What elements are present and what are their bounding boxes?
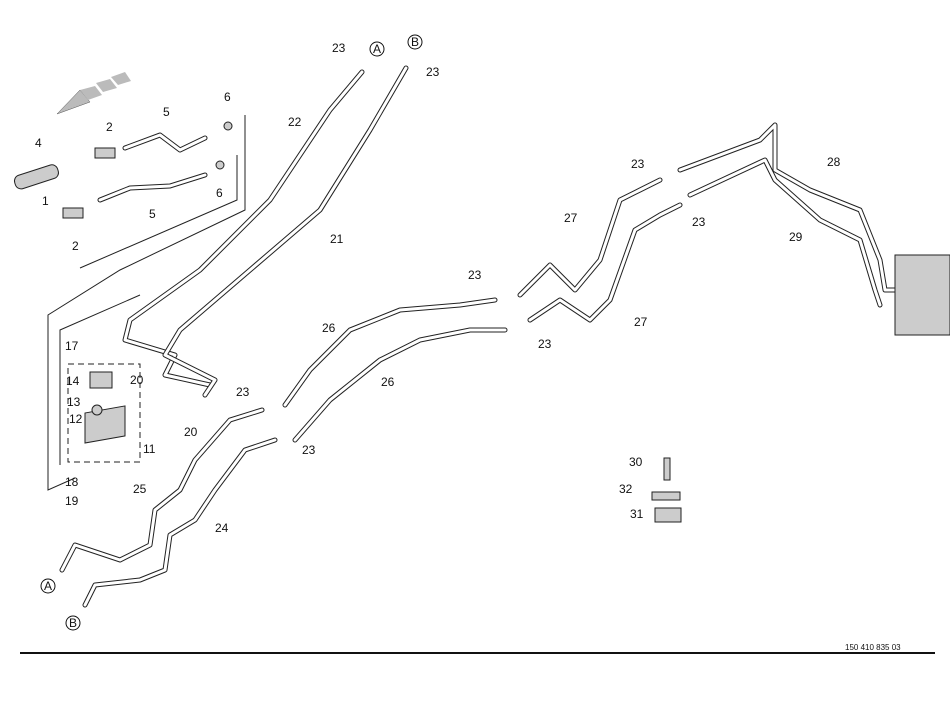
callout-label: 22 — [288, 115, 302, 129]
callout-label: 11 — [143, 442, 156, 456]
connection-marker-a-end: A — [40, 578, 56, 594]
hose-24 — [82, 437, 278, 608]
callout-label: 14 — [66, 374, 80, 388]
callout-label: 30 — [629, 455, 643, 469]
hose-28 — [677, 122, 903, 293]
callout-label: 23 — [426, 65, 440, 79]
callout-label: B — [411, 35, 419, 49]
callout-label: 32 — [619, 482, 633, 496]
dashed-group — [67, 363, 141, 463]
bracket-right — [894, 254, 950, 336]
callout-label: 20 — [130, 373, 144, 387]
callout-label: 12 — [69, 412, 83, 426]
callout-label: 27 — [634, 315, 648, 329]
callout-label: 5 — [163, 105, 170, 119]
callout-label: 27 — [564, 211, 578, 225]
callout-label: 26 — [381, 375, 395, 389]
callout-label: 28 — [827, 155, 841, 169]
clamp-31 — [654, 507, 682, 523]
hose-26-upper — [282, 297, 498, 408]
callout-label: 4 — [35, 136, 42, 150]
connection-marker-b-end: B — [65, 615, 81, 631]
hose-21 — [162, 65, 409, 398]
hydraulic-hoses — [59, 65, 903, 608]
coupling-2-upper — [94, 147, 116, 159]
callout-label: 23 — [538, 337, 552, 351]
callout-label: 23 — [302, 443, 316, 457]
bolt-30 — [663, 457, 671, 481]
callout-label: 31 — [630, 507, 644, 521]
coupling-2-lower — [62, 207, 84, 219]
hose-5-lower — [97, 172, 208, 203]
callout-label: 1 — [42, 194, 49, 208]
callout-label: 13 — [67, 395, 81, 409]
callout-label: 6 — [216, 186, 223, 200]
callout-labels: 23 A B 23 6 5 4 2 6 5 1 2 22 21 28 23 23… — [35, 34, 841, 631]
callout-label: 26 — [322, 321, 336, 335]
hose-27-upper — [517, 177, 663, 298]
hose-27-lower — [527, 202, 683, 323]
callout-label: 6 — [224, 90, 231, 104]
direction-arrow-icon — [56, 72, 131, 115]
callout-label: 23 — [692, 215, 706, 229]
connection-marker-a: A — [369, 41, 385, 57]
plate-32 — [651, 491, 681, 501]
callout-label: A — [44, 579, 52, 593]
callout-label: 17 — [65, 339, 79, 353]
callout-label: B — [69, 616, 77, 630]
hose-5-upper — [122, 132, 208, 153]
label: 23 — [332, 41, 346, 55]
assembly-frame — [47, 115, 246, 491]
nut-6-upper — [223, 121, 233, 131]
grip-4 — [13, 164, 59, 190]
callout-label: 18 — [65, 475, 79, 489]
callout-label: 2 — [72, 239, 79, 253]
oring-13 — [91, 404, 103, 416]
hose-25 — [59, 407, 265, 573]
hose-29 — [687, 157, 883, 308]
parts — [13, 121, 950, 523]
valve-block-11 — [84, 405, 126, 444]
callout-label: 23 — [468, 268, 482, 282]
callout-label: 29 — [789, 230, 803, 244]
hose-22 — [122, 69, 365, 388]
callout-label: 23 — [236, 385, 250, 399]
callout-label: 23 — [631, 157, 645, 171]
callout-label: 21 — [330, 232, 344, 246]
nut-6-lower — [215, 160, 225, 170]
callout-label: 25 — [133, 482, 147, 496]
bracket-14 — [89, 371, 113, 389]
connection-marker-b: B — [407, 34, 423, 50]
callout-label: 19 — [65, 494, 79, 508]
callout-label: 2 — [106, 120, 113, 134]
callout-label: 20 — [184, 425, 198, 439]
callout-label: 5 — [149, 207, 156, 221]
callout-label: 24 — [215, 521, 229, 535]
callout-label: A — [373, 42, 381, 56]
hose-26-lower — [292, 327, 508, 443]
document-number: 150 410 835 03 — [845, 643, 901, 652]
